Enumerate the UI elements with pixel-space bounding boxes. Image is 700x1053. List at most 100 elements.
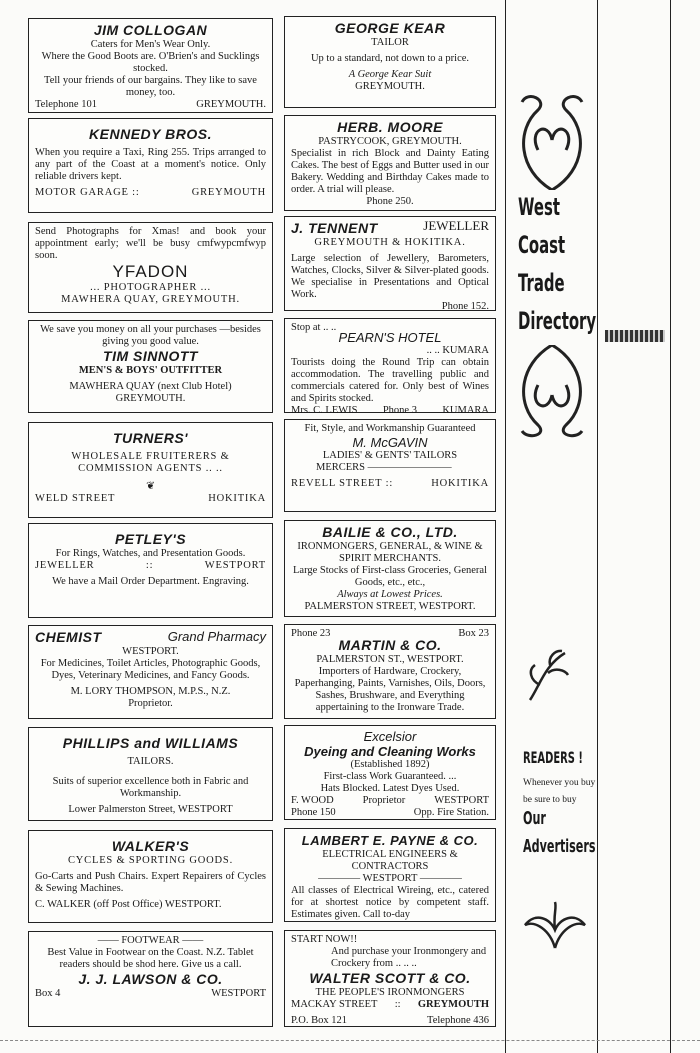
ad-town: KUMARA bbox=[442, 405, 489, 416]
art-nouveau-ornament-icon bbox=[520, 95, 584, 190]
readers-text: be sure to buy bbox=[523, 795, 577, 805]
ad-town: GREYMOUTH bbox=[417, 999, 489, 1010]
ad-text: All classes of Electrical Wireing, etc.,… bbox=[291, 885, 489, 920]
ad-text: Best Value in Footwear on the Coast. N.Z… bbox=[47, 947, 254, 970]
ad-phone: Phone 23 bbox=[291, 628, 331, 639]
ad-title: CHEMIST bbox=[35, 629, 102, 645]
directory-title-line: Directory bbox=[518, 307, 597, 335]
ad-subtitle: PALMERSTON ST., WESTPORT. bbox=[316, 654, 464, 665]
ad-subtitle: LADIES' & GENTS' TAILORS bbox=[322, 450, 458, 461]
ad-box: Box 23 bbox=[458, 628, 489, 639]
ad-text: Send Photographs for Xmas! and book your… bbox=[35, 226, 266, 261]
ad-text: Tourists doing the Round Trip can obtain… bbox=[291, 357, 489, 404]
ad-title: KENNEDY BROS. bbox=[89, 126, 212, 142]
ad-text: Fit, Style, and Workmanship Guaranteed bbox=[304, 423, 476, 434]
ad-title: PETLEY'S bbox=[114, 531, 187, 547]
ad-trade: JEWELLER bbox=[423, 218, 489, 233]
ad-street: MACKAY STREET bbox=[291, 999, 378, 1010]
ad-title: J. J. LAWSON & CO. bbox=[78, 971, 223, 987]
ad-title: TIM SINNOTT bbox=[103, 348, 198, 364]
sidebar-border-left bbox=[505, 0, 506, 1053]
ad-petleys: PETLEY'S For Rings, Watches, and Present… bbox=[28, 523, 273, 618]
ad-town: GREYMOUTH. bbox=[355, 81, 425, 92]
ad-title: WALTER SCOTT & CO. bbox=[309, 970, 471, 986]
ad-title: LAMBERT E. PAYNE & CO. bbox=[301, 833, 479, 848]
ad-text: And purchase your Ironmongery and Crocke… bbox=[331, 946, 487, 969]
ad-title: PEARN'S HOTEL bbox=[338, 330, 442, 345]
ad-town: WESTPORT bbox=[211, 988, 266, 999]
ad-title: BAILIE & CO., LTD. bbox=[322, 524, 458, 540]
ad-title: TURNERS' bbox=[113, 430, 188, 446]
directory-title-line: Coast bbox=[518, 231, 566, 259]
ad-phone: Phone 152. bbox=[441, 301, 489, 312]
directory-title-line: West bbox=[518, 193, 560, 221]
ad-subtitle: ... PHOTOGRAPHER ... bbox=[90, 282, 211, 293]
ad-proprietor: M. LORY THOMPSON, M.P.S., N.Z. bbox=[70, 686, 231, 697]
ad-slogan: A George Kear Suit bbox=[348, 69, 432, 80]
ad-text: Caters for Men's Wear Only. bbox=[90, 39, 211, 50]
ad-subtitle: MEN'S & BOYS' OUTFITTER bbox=[78, 365, 223, 376]
ad-title: YFADON bbox=[112, 262, 189, 281]
ad-town: .. .. KUMARA bbox=[426, 345, 489, 356]
ad-text: Large selection of Jewellery, Barometers… bbox=[291, 253, 489, 300]
ad-phone: Telephone 101 bbox=[35, 99, 97, 110]
ad-title: J. TENNENT bbox=[291, 220, 378, 236]
readers-heading: READERS ! bbox=[523, 748, 583, 767]
ad-address: Opp. Fire Station. bbox=[413, 807, 489, 818]
ad-text: WHOLESALE FRUITERERS & COMMISSION AGENTS… bbox=[71, 451, 230, 474]
art-nouveau-ornament-icon bbox=[520, 345, 584, 438]
ad-text: Where the Good Boots are. O'Brien's and … bbox=[41, 51, 260, 74]
ad-text: Stop at .. .. bbox=[291, 322, 337, 333]
ad-text: Proprietor. bbox=[128, 698, 173, 709]
ad-walkers: WALKER'S CYCLES & SPORTING GOODS. Go-Car… bbox=[28, 830, 273, 923]
ad-business: MOTOR GARAGE :: bbox=[35, 187, 140, 198]
ad-town: HOKITIKA bbox=[208, 493, 266, 504]
ad-street: WELD STREET bbox=[35, 493, 116, 504]
ad-title: Excelsior bbox=[363, 729, 417, 744]
ad-subtitle: ELECTRICAL ENGINEERS & CONTRACTORS bbox=[322, 849, 458, 872]
ad-herb-moore: HERB. MOORE PASTRYCOOK, GREYMOUTH. Speci… bbox=[284, 115, 496, 211]
our-heading: Our bbox=[523, 808, 546, 829]
ad-mcgavin: Fit, Style, and Workmanship Guaranteed M… bbox=[284, 419, 496, 512]
ad-text: For Rings, Watches, and Presentation Goo… bbox=[55, 548, 246, 559]
ad-street: REVELL STREET :: bbox=[291, 478, 394, 489]
ad-text: Go-Carts and Push Chairs. Expert Repaire… bbox=[35, 871, 266, 894]
ad-phillips-williams: PHILLIPS and WILLIAMS TAILORS. Suits of … bbox=[28, 727, 273, 821]
ad-text: Large Stocks of First-class Groceries, G… bbox=[293, 565, 487, 588]
ad-town: ———— WESTPORT ———— bbox=[318, 873, 462, 884]
ad-turners: TURNERS' WHOLESALE FRUITERERS & COMMISSI… bbox=[28, 422, 273, 518]
ad-address: MAWHERA QUAY, GREYMOUTH. bbox=[61, 294, 240, 305]
ad-separator: :: bbox=[145, 560, 154, 571]
ad-text: Up to a standard, not down to a price. bbox=[310, 53, 470, 64]
ad-title: JIM COLLOGAN bbox=[93, 22, 208, 38]
page-border-right bbox=[670, 0, 671, 1053]
ad-trade: JEWELLER bbox=[35, 560, 95, 571]
ad-subtitle: THE PEOPLE'S IRONMONGERS bbox=[315, 987, 465, 998]
ad-text: Importers of Hardware, Crockery, Paperha… bbox=[294, 666, 486, 713]
leaf-ornament-icon bbox=[524, 901, 586, 949]
ad-text: Suits of superior excellence both in Fab… bbox=[52, 776, 249, 799]
ornament-icon: ❦ bbox=[146, 481, 155, 492]
ad-title: WALKER'S bbox=[111, 838, 190, 854]
ad-text: For Medicines, Toilet Articles, Photogra… bbox=[40, 658, 261, 681]
ad-text: Proprietor bbox=[362, 795, 406, 806]
ad-jim-collogan: JIM COLLOGAN Caters for Men's Wear Only.… bbox=[28, 18, 273, 113]
ad-proprietor: F. WOOD bbox=[291, 795, 334, 806]
ad-address: Lower Palmerston Street, WESTPORT bbox=[68, 804, 233, 815]
sidebar-border-inner bbox=[597, 0, 598, 1053]
ad-bailie-co: BAILIE & CO., LTD. IRONMONGERS, GENERAL,… bbox=[284, 520, 496, 617]
stamp-mark bbox=[605, 330, 665, 342]
directory-title: West Coast Trade Directory bbox=[518, 188, 596, 340]
ad-tim-sinnott: We save you money on all your purchases … bbox=[28, 320, 273, 413]
ad-address: C. WALKER (off Post Office) WESTPORT. bbox=[35, 899, 222, 910]
ad-kennedy-bros: KENNEDY BROS. When you require a Taxi, R… bbox=[28, 118, 273, 213]
ad-town: WESTPORT bbox=[434, 795, 489, 806]
ad-subtitle: (Established 1892) bbox=[350, 759, 430, 770]
ad-box: Box 4 bbox=[35, 988, 61, 999]
ad-subtitle: TAILORS. bbox=[127, 756, 174, 767]
ad-walter-scott: START NOW!! And purchase your Ironmonger… bbox=[284, 930, 496, 1027]
page-bottom-rule bbox=[0, 1040, 700, 1041]
ad-jj-lawson: —— FOOTWEAR —— Best Value in Footwear on… bbox=[28, 931, 273, 1027]
ad-text: Tell your friends of our bargains. They … bbox=[44, 75, 257, 98]
